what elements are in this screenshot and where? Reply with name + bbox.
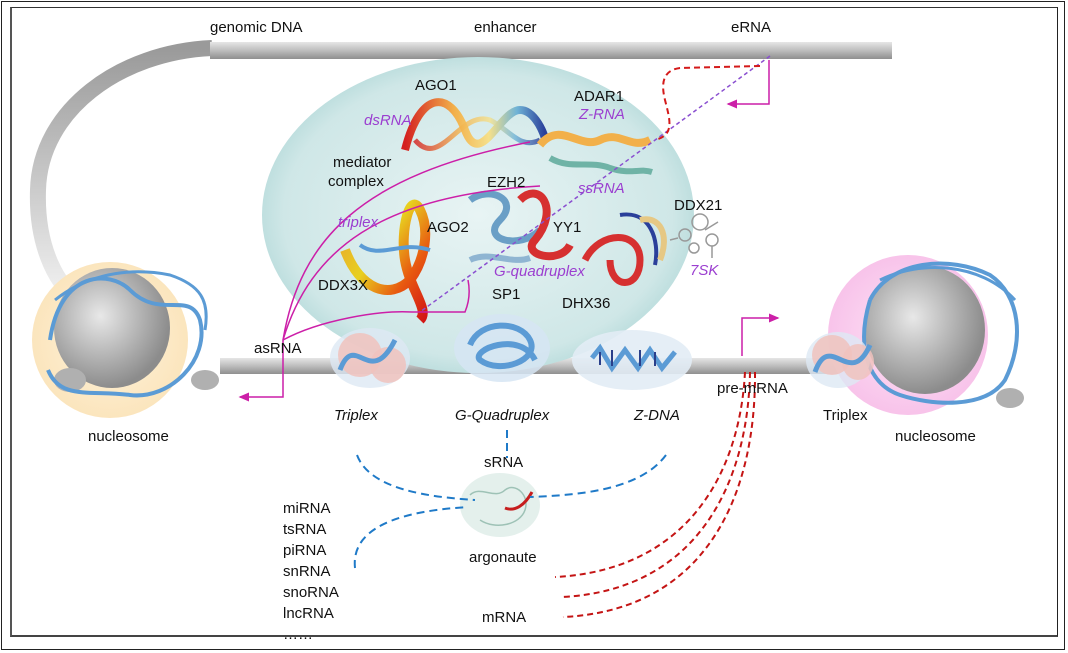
label-ago2: AGO2 — [427, 219, 469, 236]
label-dhx36: DHX36 — [562, 295, 611, 312]
ddx3x-triplex-structure — [340, 199, 431, 324]
label-ssrna: ssRNA — [578, 180, 625, 197]
srna-class-item: snRNA — [283, 563, 331, 580]
adar1-zrna-structure — [536, 130, 653, 175]
dna-wrap-icon — [862, 261, 1019, 405]
pre-mrna-dashed-red — [554, 371, 757, 618]
label-mediator: mediator — [333, 154, 392, 171]
triplex-structure — [330, 328, 410, 388]
label-ddx21: DDX21 — [674, 197, 723, 214]
dhx36-structure — [581, 212, 667, 286]
small-rna-strand-icon — [504, 491, 534, 511]
label-triplex-dna-right: Triplex — [823, 407, 868, 424]
7sk-rna-icon — [669, 213, 719, 258]
label-adar1: ADAR1 — [574, 88, 625, 105]
genomic-dna-top-bar — [210, 42, 892, 59]
ago1-dsrna-structure — [401, 98, 549, 151]
dna-wrap-icon — [54, 270, 208, 331]
genomic-dna-loop — [29, 40, 213, 308]
label-triplex-rna: triplex — [338, 214, 379, 231]
label-7sk: 7SK — [690, 262, 719, 279]
erna-dashed-purple — [419, 55, 771, 313]
srna-class-item: piRNA — [283, 542, 327, 559]
label-z-dna: Z-DNA — [634, 407, 680, 424]
triplex-structure-right — [806, 332, 874, 388]
argonaute-structure — [460, 473, 540, 537]
label-sp1: SP1 — [492, 286, 521, 303]
srna-class-item: …… — [283, 626, 313, 643]
label-g-quadruplex-dna: G-Quadruplex — [455, 407, 550, 424]
erna-tss-arrow — [726, 60, 770, 109]
label-argonaute: argonaute — [469, 549, 537, 566]
label-srna: sRNA — [484, 454, 524, 471]
srna-class-item: lncRNA — [283, 605, 334, 622]
asrna-tss-arrow — [238, 340, 284, 402]
label-complex: complex — [328, 173, 384, 190]
label-triplex-dna: Triplex — [334, 407, 378, 424]
histone-tail-icon — [191, 370, 219, 390]
label-ago1: AGO1 — [415, 77, 457, 94]
label-genomic-dna: genomic DNA — [210, 19, 303, 36]
label-asrna: asRNA — [254, 340, 302, 357]
nucleosome-left — [32, 262, 219, 418]
histone-tail-icon — [996, 388, 1024, 408]
label-ddx3x: DDX3X — [318, 277, 369, 294]
histone-core-icon — [865, 266, 985, 394]
nucleosome-right — [828, 255, 1024, 415]
label-dsrna: dsRNA — [364, 112, 412, 129]
label-z-rna: Z-RNA — [579, 106, 625, 123]
figure-frame — [10, 7, 1058, 637]
regulatory-hub-ellipse — [262, 57, 694, 373]
srna-class-item: miRNA — [283, 500, 331, 517]
label-g-quadruplex-rna: G-quadruplex — [494, 263, 585, 280]
label-mrna: mRNA — [482, 609, 527, 626]
label-enhancer: enhancer — [474, 19, 537, 36]
label-nucleosome-right: nucleosome — [895, 428, 976, 445]
g-quadruplex-structure — [454, 314, 550, 382]
srna-class-item: tsRNA — [283, 521, 327, 538]
label-pre-mrna: pre-mRNA — [717, 380, 788, 397]
label-ezh2: EZH2 — [487, 174, 526, 191]
asrna-lines — [238, 60, 780, 402]
label-erna: eRNA — [731, 19, 772, 36]
dna-wrap-icon — [879, 265, 1017, 302]
label-yy1: YY1 — [553, 219, 582, 236]
erna-dashed-red — [654, 65, 761, 141]
label-nucleosome-left: nucleosome — [88, 428, 169, 445]
srna-class-item: snoRNA — [283, 584, 339, 601]
z-dna-structure — [572, 330, 692, 390]
srna-class-list: miRNA tsRNA piRNA snRNA snoRNA lncRNA …… — [283, 498, 339, 645]
srna-dashed-blue — [353, 430, 667, 569]
pre-mrna-tss-arrow — [741, 313, 780, 356]
